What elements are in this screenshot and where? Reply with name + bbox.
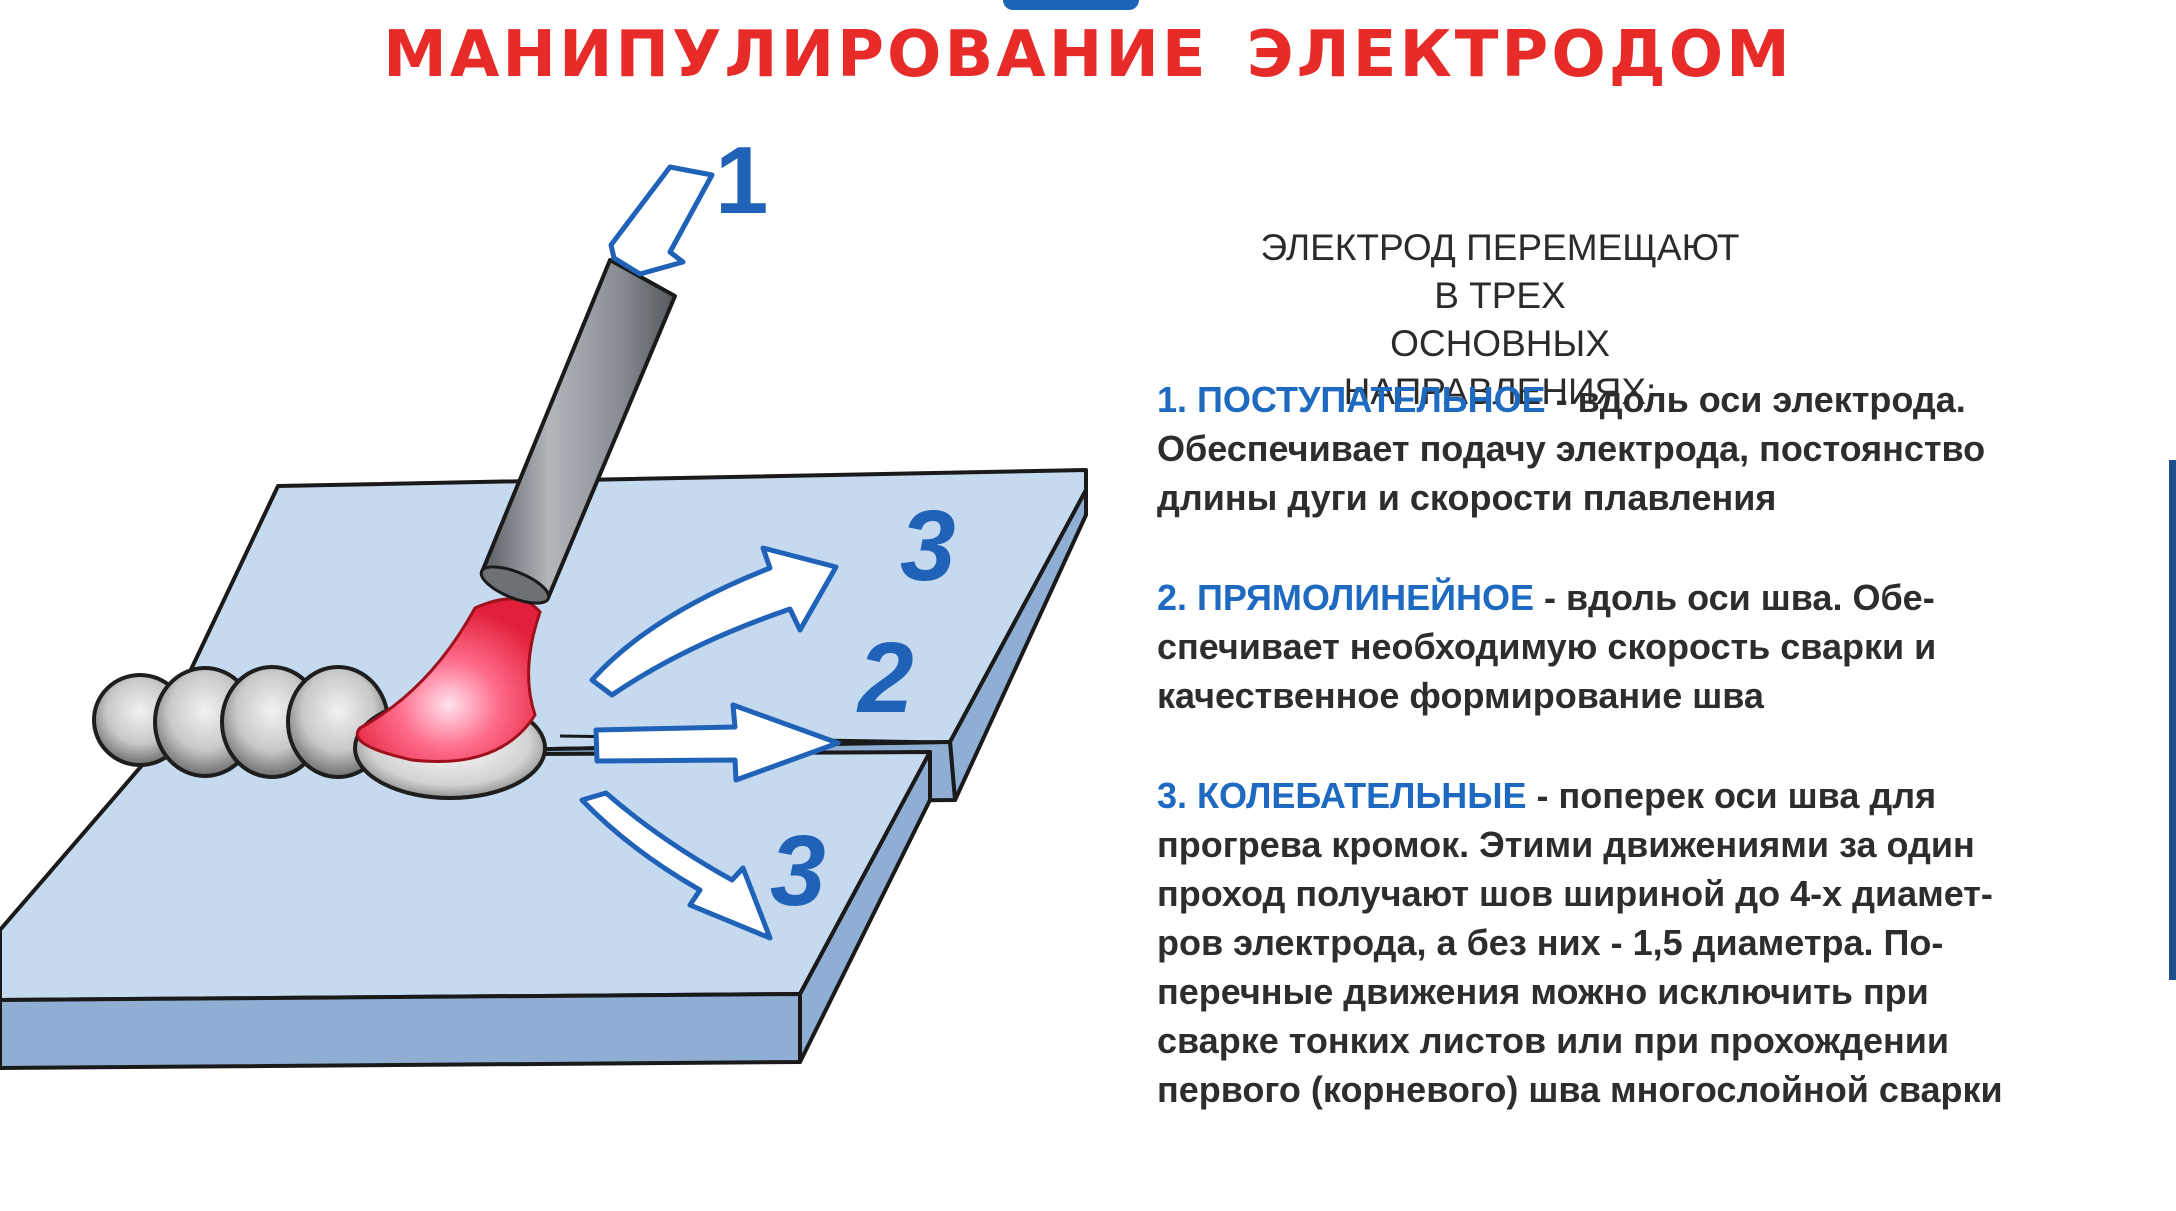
label-weave-upper: 3 [900, 490, 956, 602]
lower-steel-plate [0, 750, 932, 1070]
page-title: МАНИПУЛИРОВАНИЕ ЭЛЕКТРОДОМ [0, 18, 2176, 92]
electrode-welding-illustration: 1 3 2 3 [0, 127, 1088, 1070]
direction-3-line-1: - поперек оси шва для [1526, 775, 1937, 816]
directions-heading: ЭЛЕКТРОД ПЕРЕМЕЩАЮТ В ТРЕХ ОСНОВНЫХ НАПР… [1250, 224, 1750, 416]
direction-2-paragraph: 2. ПРЯМОЛИНЕЙНОЕ - вдоль оси шва. Обе- с… [1157, 573, 2157, 720]
direction-2-line-1: - вдоль оси шва. Обе- [1534, 577, 1935, 618]
direction-3-line-2: прогрева кромок. Этими движениями за оди… [1157, 824, 1975, 865]
direction-3-term: 3. КОЛЕБАТЕЛЬНЫЕ [1157, 775, 1527, 816]
arrow-weave-lower [579, 790, 773, 941]
top-tab-decoration [1003, 0, 1139, 10]
label-axial: 1 [715, 127, 768, 234]
direction-2-line-3: качественное формирование шва [1157, 675, 1764, 716]
arrow-axial [608, 164, 715, 277]
right-edge-decoration [2169, 460, 2176, 980]
direction-1-paragraph: 1. ПОСТУПАТЕЛЬНОЕ - вдоль оси электрода.… [1157, 375, 2157, 522]
label-weave-lower: 3 [770, 815, 826, 927]
electrode-rod [479, 258, 677, 605]
direction-3-line-5: перечные движения можно исключить при [1157, 971, 1929, 1012]
direction-3-line-4: ров электрода, а без них - 1,5 диаметра.… [1157, 922, 1944, 963]
welding-arc [355, 597, 542, 764]
direction-3-paragraph: 3. КОЛЕБАТЕЛЬНЫЕ - поперек оси шва для п… [1157, 771, 2157, 1114]
label-along-seam: 2 [856, 622, 914, 734]
heading-line-2: ОСНОВНЫХ НАПРАВЛЕНИЯХ: [1343, 323, 1657, 412]
arrow-weave-upper [589, 545, 839, 698]
direction-1-line-2: Обеспечивает подачу электрода, постоянст… [1157, 428, 1986, 469]
direction-2-line-2: спечивает необходимую скорость сварки и [1157, 626, 1937, 667]
direction-2-term: 2. ПРЯМОЛИНЕЙНОЕ [1157, 577, 1535, 618]
direction-1-line-1: - вдоль оси электрода. [1545, 379, 1966, 420]
direction-3-line-7: первого (корневого) шва многослойной сва… [1157, 1069, 2003, 1110]
title-word-2: ЭЛЕКТРОДОМ [1246, 18, 1793, 92]
heading-line-1: ЭЛЕКТРОД ПЕРЕМЕЩАЮТ В ТРЕХ [1260, 227, 1740, 316]
title-word-1: МАНИПУЛИРОВАНИЕ [383, 18, 1209, 92]
direction-3-line-6: сварке тонких листов или при прохождении [1157, 1020, 1949, 1061]
arrow-along-seam [593, 702, 841, 783]
direction-1-term: 1. ПОСТУПАТЕЛЬНОЕ [1157, 379, 1546, 420]
direction-3-line-3: проход получают шов шириной до 4-х диаме… [1157, 873, 1993, 914]
direction-1-line-3: длины дуги и скорости плавления [1157, 477, 1777, 518]
